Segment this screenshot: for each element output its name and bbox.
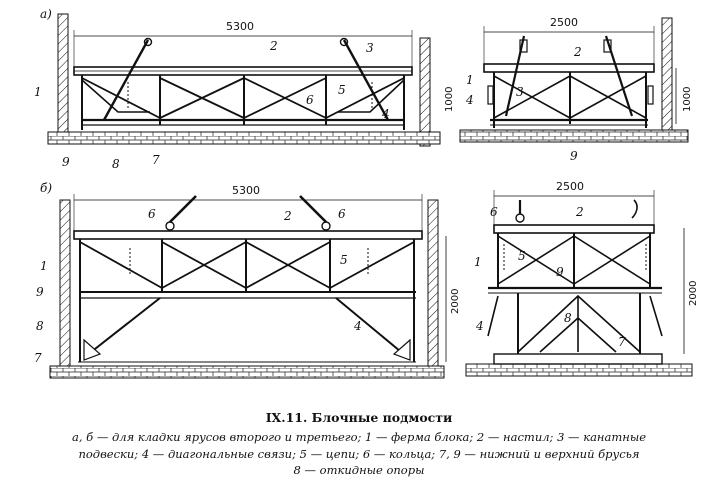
wall-right <box>419 37 431 147</box>
label-a-6: 6 <box>306 93 314 107</box>
label-b-side-2: 2 <box>575 205 584 219</box>
wall-right-b <box>427 199 439 367</box>
label-a-4: 4 <box>381 107 390 121</box>
panel-b-main-view <box>49 194 447 379</box>
panel-a-side-height-dim: 1000 <box>682 87 693 112</box>
label-a-9: 9 <box>62 155 70 169</box>
floor-a <box>47 131 441 145</box>
floor-b <box>49 365 445 379</box>
panel-b-tag: б) <box>40 181 52 195</box>
caption-line-1: а, б — для кладки ярусов второго и треть… <box>71 430 647 444</box>
panel-b-height-dim: 2000 <box>450 289 461 314</box>
label-b-6-left: 6 <box>148 207 156 221</box>
floor-a-side <box>459 129 689 143</box>
label-b-6-right: 6 <box>338 207 346 221</box>
floor-b-side <box>465 363 693 377</box>
label-b-side-4: 4 <box>475 319 484 333</box>
label-a-1: 1 <box>34 85 42 99</box>
label-b-7: 7 <box>34 351 42 365</box>
label-a-side-2: 2 <box>573 45 582 59</box>
label-a-5: 5 <box>338 83 346 97</box>
label-b-2: 2 <box>283 209 292 223</box>
label-a-side-9: 9 <box>570 149 578 163</box>
label-a-side-1: 1 <box>466 73 474 87</box>
wall-left <box>57 13 69 133</box>
label-b-1: 1 <box>40 259 48 273</box>
panel-a-side-width-dim: 2500 <box>550 16 578 29</box>
label-b-side-6: 6 <box>490 205 498 219</box>
panel-a-tag: а) <box>40 7 52 21</box>
label-a-2: 2 <box>269 39 278 53</box>
panel-a-labels: а) 5300 2500 1000 1000 1 2 3 4 5 6 7 8 9… <box>34 7 693 171</box>
panel-b-side-width-dim: 2500 <box>556 180 584 193</box>
label-a-side-4: 4 <box>465 93 474 107</box>
label-a-3: 3 <box>366 41 374 55</box>
label-a-7: 7 <box>152 153 160 167</box>
figure-title: IX.11. Блочные подмости <box>265 410 453 425</box>
label-b-9: 9 <box>36 285 44 299</box>
caption-line-3: 8 — откидные опоры <box>293 463 425 477</box>
label-b-side-8: 8 <box>564 311 572 325</box>
panel-a-side-view <box>459 17 689 143</box>
wall-a-side <box>661 17 673 131</box>
label-a-side-3: 3 <box>516 85 524 99</box>
panel-b-labels: б) 5300 2500 2000 2000 1 2 4 5 6 6 7 8 9… <box>34 180 699 365</box>
label-b-8: 8 <box>36 319 44 333</box>
label-b-side-5: 5 <box>518 249 526 263</box>
panel-a-width-dim: 5300 <box>226 20 254 33</box>
label-b-side-7: 7 <box>618 335 626 349</box>
label-b-5: 5 <box>340 253 348 267</box>
caption-line-2: подвески; 4 — диагональные связи; 5 — це… <box>78 447 640 461</box>
label-b-4: 4 <box>353 319 362 333</box>
panel-a-height-dim: 1000 <box>444 87 455 112</box>
label-b-side-1: 1 <box>474 255 482 269</box>
label-a-8: 8 <box>112 157 120 171</box>
wall-left-b <box>59 199 71 367</box>
panel-b-side-height-dim: 2000 <box>688 281 699 306</box>
panel-b-width-dim: 5300 <box>232 184 260 197</box>
panel-b-side-view <box>465 190 693 377</box>
panel-a-main-view <box>47 13 441 147</box>
label-b-side-9: 9 <box>556 265 564 279</box>
